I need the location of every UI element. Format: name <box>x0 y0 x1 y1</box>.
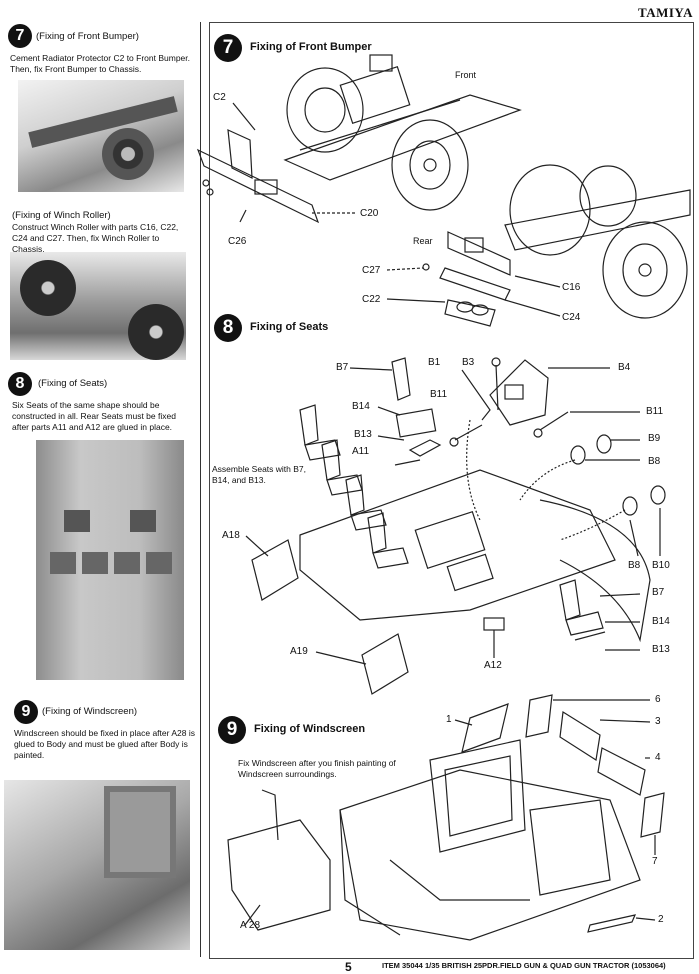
winch-title: (Fixing of Winch Roller) <box>12 210 111 221</box>
photo-wheel <box>102 128 154 180</box>
windscreen-photo <box>4 780 190 950</box>
winch-roller-photo <box>10 252 186 360</box>
part-label-b10: B10 <box>652 560 670 571</box>
part-label-b13: B13 <box>652 644 670 655</box>
photo-wheel <box>128 304 184 360</box>
part-label-b1: B1 <box>428 357 441 368</box>
part-label-b11: B11 <box>430 389 448 400</box>
photo-windscreen-frame <box>104 786 176 878</box>
part-label-7: 7 <box>652 856 658 867</box>
part-label-b9: B9 <box>648 433 661 444</box>
part-label-a18: A18 <box>222 530 240 541</box>
part-label-c24: C24 <box>562 312 581 323</box>
diagram-step-8-title: Fixing of Seats <box>250 321 329 333</box>
part-label-b7: B7 <box>652 587 665 598</box>
step-8-text: Six Seats of the same shape should be co… <box>12 400 176 432</box>
part-label-a11: A11 <box>352 446 370 457</box>
part-label-a28: A 28 <box>240 920 261 931</box>
brand-logo: TAMIYA <box>637 5 693 20</box>
seats-photo <box>36 440 184 680</box>
part-label-c27: C27 <box>362 265 381 276</box>
part-label-b13: B13 <box>354 429 372 440</box>
part-label-2: 2 <box>658 914 664 925</box>
diagram-step-8-badge: 8 <box>214 314 242 342</box>
part-label-3: 3 <box>655 716 661 727</box>
page-number: 5 <box>345 960 352 974</box>
diagram-step-9-title: Fixing of Windscreen <box>254 723 366 735</box>
part-label-4: 4 <box>655 752 661 763</box>
part-label-c16: C16 <box>562 282 581 293</box>
part-label-c26: C26 <box>228 236 247 247</box>
step-7-title: (Fixing of Front Bumper) <box>36 31 139 42</box>
part-label-1: 1 <box>446 714 452 725</box>
step-7-badge: 7 <box>8 24 32 48</box>
item-footer: ITEM 35044 1/35 BRITISH 25PDR.FIELD GUN … <box>382 961 666 970</box>
photo-seat <box>50 552 76 574</box>
diagram-step-9-badge: 9 <box>218 716 246 744</box>
part-label-c20: C20 <box>360 208 379 219</box>
part-label-b4: B4 <box>618 362 631 373</box>
winch-text: Construct Winch Roller with parts C16, C… <box>12 222 179 254</box>
part-label-c22: C22 <box>362 294 381 305</box>
part-label-b8: B8 <box>648 456 661 467</box>
step-9-title: (Fixing of Windscreen) <box>42 706 138 717</box>
step-7-text: Cement Radiator Protector C2 to Front Bu… <box>10 53 190 74</box>
front-label: Front <box>455 70 477 80</box>
part-label-c2: C2 <box>213 92 226 103</box>
part-label-b7: B7 <box>336 362 349 373</box>
assemble-seats-note: Assemble Seats with B7, B14, and B13. <box>212 464 307 485</box>
step-8-title: (Fixing of Seats) <box>38 378 108 389</box>
windscreen-note: Fix Windscreen after you finish painting… <box>238 758 396 779</box>
photo-seat <box>114 552 140 574</box>
step-8-badge: 8 <box>8 372 32 396</box>
rear-label: Rear <box>413 236 433 246</box>
photo-chassis <box>28 96 178 148</box>
instruction-frame <box>209 22 694 959</box>
step-9-badge: 9 <box>14 700 38 724</box>
part-label-b3: B3 <box>462 357 475 368</box>
front-bumper-photo <box>18 80 184 192</box>
part-label-b11: B11 <box>646 406 664 417</box>
diagram-step-7-badge: 7 <box>214 34 242 62</box>
step-9-text: Windscreen should be fixed in place afte… <box>14 728 195 760</box>
photo-seat <box>146 552 172 574</box>
part-label-b8: B8 <box>628 560 641 571</box>
part-label-6: 6 <box>655 694 661 705</box>
part-label-a12: A12 <box>484 660 502 671</box>
photo-seat <box>82 552 108 574</box>
part-label-a19: A19 <box>290 646 308 657</box>
photo-seat <box>64 510 90 532</box>
column-divider <box>200 22 201 957</box>
part-label-b14: B14 <box>652 616 670 627</box>
photo-seat <box>130 510 156 532</box>
part-label-b14: B14 <box>352 401 370 412</box>
diagram-step-7-title: Fixing of Front Bumper <box>250 41 372 53</box>
photo-wheel <box>20 260 76 316</box>
